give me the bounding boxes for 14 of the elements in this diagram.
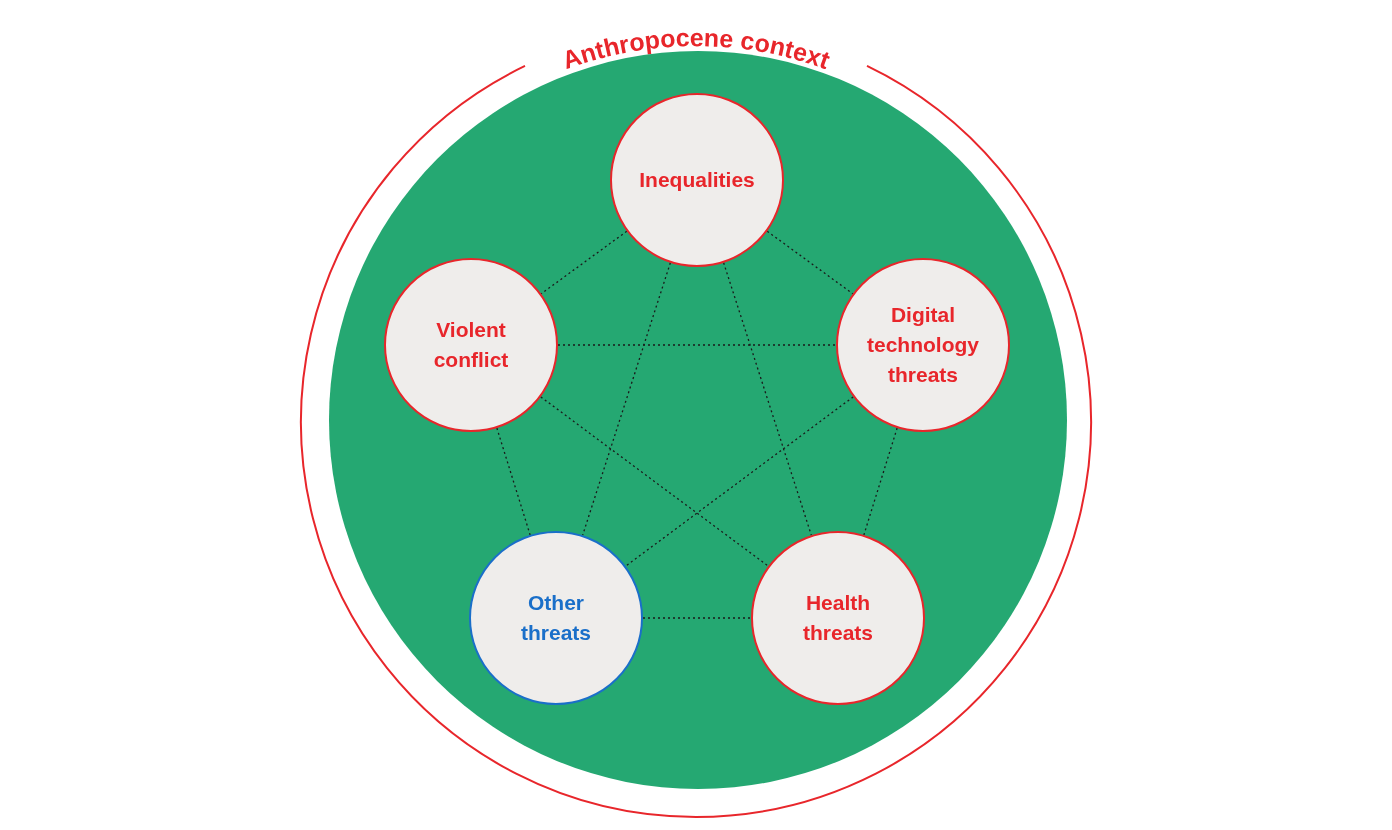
theme-label: Health threats xyxy=(803,590,873,646)
ring-heading: Anthropocene context xyxy=(558,23,834,74)
connector-line xyxy=(723,262,812,536)
connector-line xyxy=(582,262,671,536)
connector-line xyxy=(863,427,898,536)
theme-label: Inequalities xyxy=(639,167,755,193)
theme-label: Other threats xyxy=(521,590,591,646)
connector-line xyxy=(642,617,752,619)
connector-line xyxy=(496,427,531,536)
connector-line xyxy=(625,396,854,567)
theme-label: Digital technology threats xyxy=(867,302,979,388)
connector-line xyxy=(557,344,837,346)
theme-label: Violent conflict xyxy=(433,317,509,373)
connector-line xyxy=(540,396,769,567)
